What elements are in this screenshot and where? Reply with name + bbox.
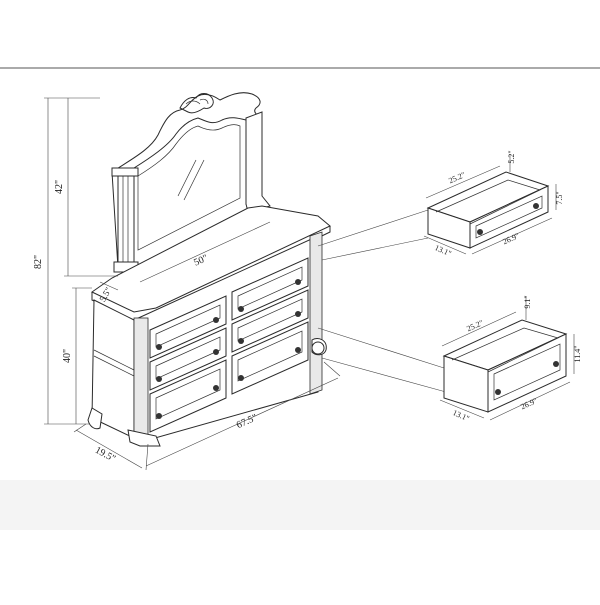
- handle-icon: [238, 375, 244, 381]
- glass-reflection-2: [183, 159, 205, 201]
- foot-right-ball: [311, 341, 325, 355]
- drawer-r1: [231, 257, 309, 321]
- front-right-pilaster: [309, 231, 323, 395]
- crown-carving-icon: [179, 93, 214, 114]
- large-drawer-detail: 25.2" 9.1" 11.4" 13.1" 26.9": [439, 295, 582, 423]
- foot-front: [127, 429, 161, 447]
- dim-line: [423, 235, 467, 255]
- large-drawer-handle-icon: [553, 361, 559, 367]
- dim-tick: [145, 443, 149, 471]
- drawer-l1: [149, 295, 227, 359]
- dim-line: [489, 381, 571, 421]
- small-drawer-front: [469, 185, 549, 249]
- large-drawer-height-label: 11.4": [573, 346, 582, 363]
- dim-line: [439, 399, 485, 419]
- small-drawer-height-label: 7.5": [555, 191, 564, 204]
- drawer-l2: [149, 327, 227, 391]
- callout-lines: [317, 209, 447, 393]
- mirror-right-support: [245, 111, 271, 213]
- footer-band: [0, 480, 600, 530]
- dim-tick: [323, 361, 341, 377]
- callout-large-2: [321, 357, 447, 393]
- large-drawer-inner: [451, 327, 559, 373]
- handle-icon: [156, 413, 162, 419]
- drawer-l2-panel: [155, 336, 221, 380]
- small-drawer-handle-icon: [533, 203, 539, 209]
- mirror: [111, 92, 271, 273]
- dim-tick: [73, 423, 87, 433]
- drawer-r3: [231, 321, 309, 395]
- dim-line-dresser-depth: [75, 429, 143, 469]
- handle-icon: [238, 338, 244, 344]
- small-drawer-inner-height-label: 5.2": [507, 150, 516, 163]
- small-drawer-depth-label: 13.1": [433, 243, 452, 258]
- drawer-r2-panel: [237, 298, 303, 342]
- handle-icon: [295, 311, 301, 317]
- small-drawer-inner: [435, 179, 541, 225]
- drawer-r1-panel: [237, 266, 303, 310]
- column-capital: [111, 167, 139, 177]
- drawer-r3-panel: [237, 330, 303, 382]
- callout-large-1: [317, 327, 445, 369]
- dim-line: [471, 217, 553, 255]
- large-drawer-front: [487, 333, 567, 413]
- side-band: [93, 349, 135, 371]
- dresser-height-label: 40": [62, 349, 73, 363]
- dim-line: [425, 165, 501, 199]
- overall-height-label: 82": [33, 255, 44, 269]
- handle-icon: [156, 344, 162, 350]
- large-drawer-front-panel: [493, 343, 561, 401]
- handle-icon: [238, 306, 244, 312]
- small-drawer-handle-icon: [477, 229, 483, 235]
- drawer-r2: [231, 289, 309, 353]
- dim-line-mirror-depth: [99, 281, 119, 291]
- dresser-top: [91, 205, 331, 313]
- handle-icon: [156, 376, 162, 382]
- large-drawer-inner-height-label: 9.1": [523, 295, 532, 308]
- handle-icon: [295, 347, 301, 353]
- mirror-width-label: 50": [192, 253, 209, 269]
- glass-reflection-1: [177, 159, 197, 197]
- drawer-l3: [149, 359, 227, 433]
- small-drawer-front-width-label: 26.9": [501, 231, 520, 246]
- side-band-2: [93, 355, 135, 377]
- foot-left: [87, 407, 103, 430]
- drawer-l3-panel: [155, 368, 221, 420]
- callout-small-1: [317, 209, 429, 247]
- handle-icon: [213, 317, 219, 323]
- dresser-width-label: 67.5": [235, 412, 259, 431]
- small-drawer-detail: 25.2" 5.2" 7.5" 13.1" 26.9": [423, 150, 564, 258]
- large-drawer-handle-icon: [495, 389, 501, 395]
- handle-icon: [213, 385, 219, 391]
- small-drawer-width-label: 25.2": [447, 170, 466, 185]
- large-drawer-front-width-label: 26.9": [519, 396, 538, 411]
- crown-detail-icon: [185, 98, 209, 105]
- dim-line-dresser-width: [145, 377, 339, 467]
- mirror-height-label: 42": [54, 180, 65, 194]
- handle-icon: [213, 349, 219, 355]
- dresser: [87, 205, 331, 447]
- handle-icon: [295, 279, 301, 285]
- mirror-glass: [137, 124, 241, 251]
- dim-line: [441, 311, 517, 347]
- small-drawer-front-panel: [475, 195, 543, 239]
- mirror-left-column: [117, 171, 135, 267]
- drawer-l1-panel: [155, 304, 221, 348]
- drawer-handles: [156, 279, 301, 419]
- dresser-depth-label: 19.5": [93, 445, 117, 465]
- large-drawer-depth-label: 13.1": [451, 408, 470, 423]
- dim-line-mirror-width: [139, 221, 271, 283]
- callout-small-2: [321, 237, 429, 261]
- front-left-pilaster: [133, 317, 149, 441]
